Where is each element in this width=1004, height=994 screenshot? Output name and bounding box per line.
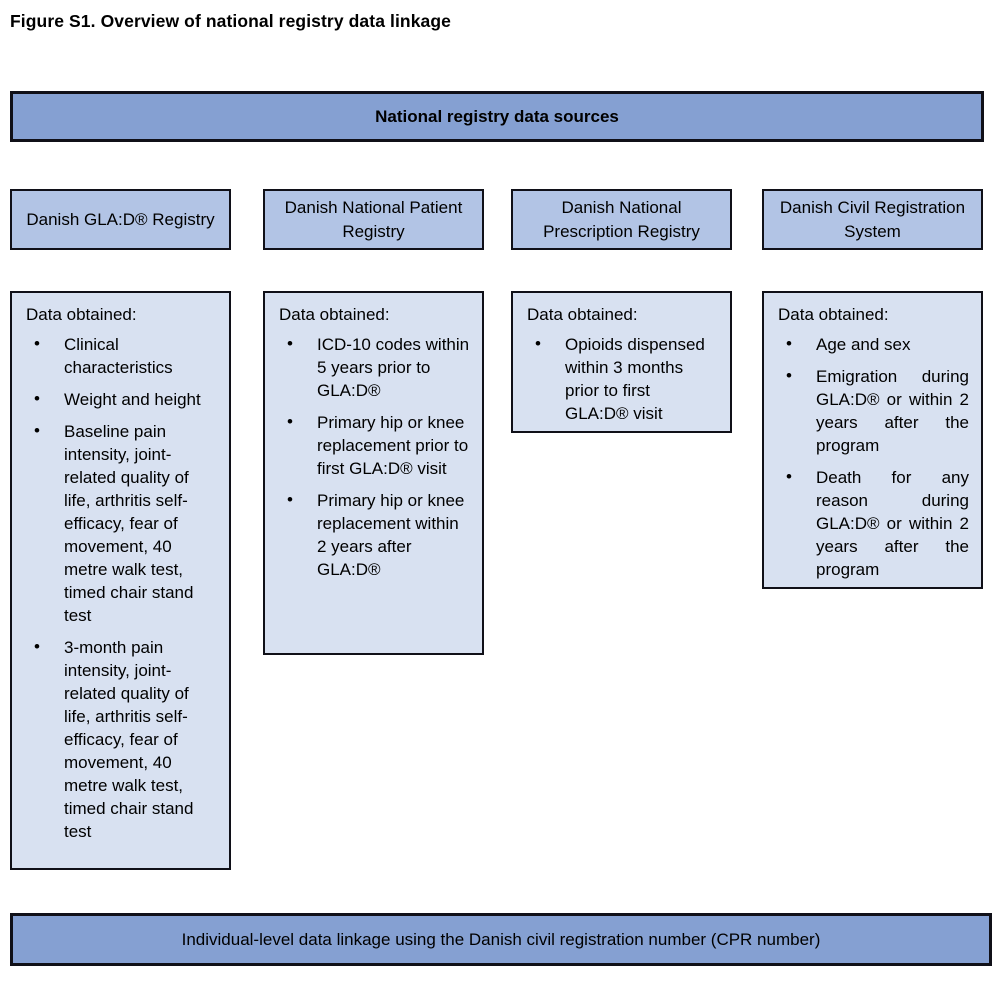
list-item-text: 3-month pain intensity, joint-related qu… xyxy=(64,638,194,841)
registry-box-patient: Danish National Patient Registry xyxy=(263,189,484,250)
registry-box-label: Danish GLA:D® Registry xyxy=(26,209,215,229)
registry-box-label: Danish National Prescription Registry xyxy=(543,197,700,241)
list-item: • Death for any reason during GLA:D® or w… xyxy=(778,466,969,581)
registry-box-label: Danish Civil Registration System xyxy=(779,197,966,241)
header-box: National registry data sources xyxy=(10,91,984,142)
footer-box: Individual-level data linkage using the … xyxy=(10,913,992,966)
registry-box-label: Danish National Patient Registry xyxy=(284,197,463,241)
bullet-icon: • xyxy=(287,490,293,509)
list-item: • Primary hip or knee replacement within … xyxy=(279,489,470,581)
bullet-icon: • xyxy=(786,366,792,385)
bullet-icon: • xyxy=(34,637,40,656)
list-item: • Baseline pain intensity, joint-related … xyxy=(26,420,217,627)
bullet-icon: • xyxy=(535,334,541,353)
list-item-text: Clinical characteristics xyxy=(64,335,173,377)
list-item: • Age and sex xyxy=(778,333,969,356)
bullet-icon: • xyxy=(287,334,293,353)
list-item: • Emigration during GLA:D® or within 2 ye… xyxy=(778,365,969,457)
data-box-patient: Data obtained: • ICD-10 codes within 5 ye… xyxy=(263,291,484,655)
bullet-icon: • xyxy=(34,389,40,408)
list-item: • Primary hip or knee replacement prior t… xyxy=(279,411,470,480)
list-item-text: Weight and height xyxy=(64,390,201,409)
list-item: • 3-month pain intensity, joint-related q… xyxy=(26,636,217,843)
data-obtained-label: Data obtained: xyxy=(26,305,137,324)
list-item: • ICD-10 codes within 5 years prior to GL… xyxy=(279,333,470,402)
list-item-text: Primary hip or knee replacement prior to… xyxy=(317,413,469,478)
footer-box-label: Individual-level data linkage using the … xyxy=(181,929,821,949)
figure-title: Figure S1. Overview of national registry… xyxy=(10,11,451,31)
registry-box-civil: Danish Civil Registration System xyxy=(762,189,983,250)
list-item-text: Emigration during GLA:D® or within 2 yea… xyxy=(816,367,969,455)
list-item: • Weight and height xyxy=(26,388,217,411)
list-item-text: Baseline pain intensity, joint-related q… xyxy=(64,422,194,625)
bullet-icon: • xyxy=(34,421,40,440)
data-box-prescription: Data obtained: • Opioids dispensed within… xyxy=(511,291,732,433)
data-obtained-label: Data obtained: xyxy=(778,305,889,324)
registry-box-glad: Danish GLA:D® Registry xyxy=(10,189,231,250)
data-obtained-label: Data obtained: xyxy=(279,305,390,324)
bullet-icon: • xyxy=(786,467,792,486)
list-item-text: Death for any reason during GLA:D® or wi… xyxy=(816,468,969,579)
list-item-text: Age and sex xyxy=(816,335,911,354)
bullet-icon: • xyxy=(287,412,293,431)
data-box-glad: Data obtained: • Clinical characteristics… xyxy=(10,291,231,870)
bullet-icon: • xyxy=(786,334,792,353)
list-item-text: Opioids dispensed within 3 months prior … xyxy=(565,335,705,423)
data-obtained-label: Data obtained: xyxy=(527,305,638,324)
bullet-icon: • xyxy=(34,334,40,353)
registry-box-prescription: Danish National Prescription Registry xyxy=(511,189,732,250)
header-box-label: National registry data sources xyxy=(375,106,619,126)
data-box-civil: Data obtained: • Age and sex • Emigration … xyxy=(762,291,983,589)
list-item-text: Primary hip or knee replacement within 2… xyxy=(317,491,465,579)
list-item: • Clinical characteristics xyxy=(26,333,217,379)
list-item: • Opioids dispensed within 3 months prior… xyxy=(527,333,718,425)
list-item-text: ICD-10 codes within 5 years prior to GLA… xyxy=(317,335,470,400)
